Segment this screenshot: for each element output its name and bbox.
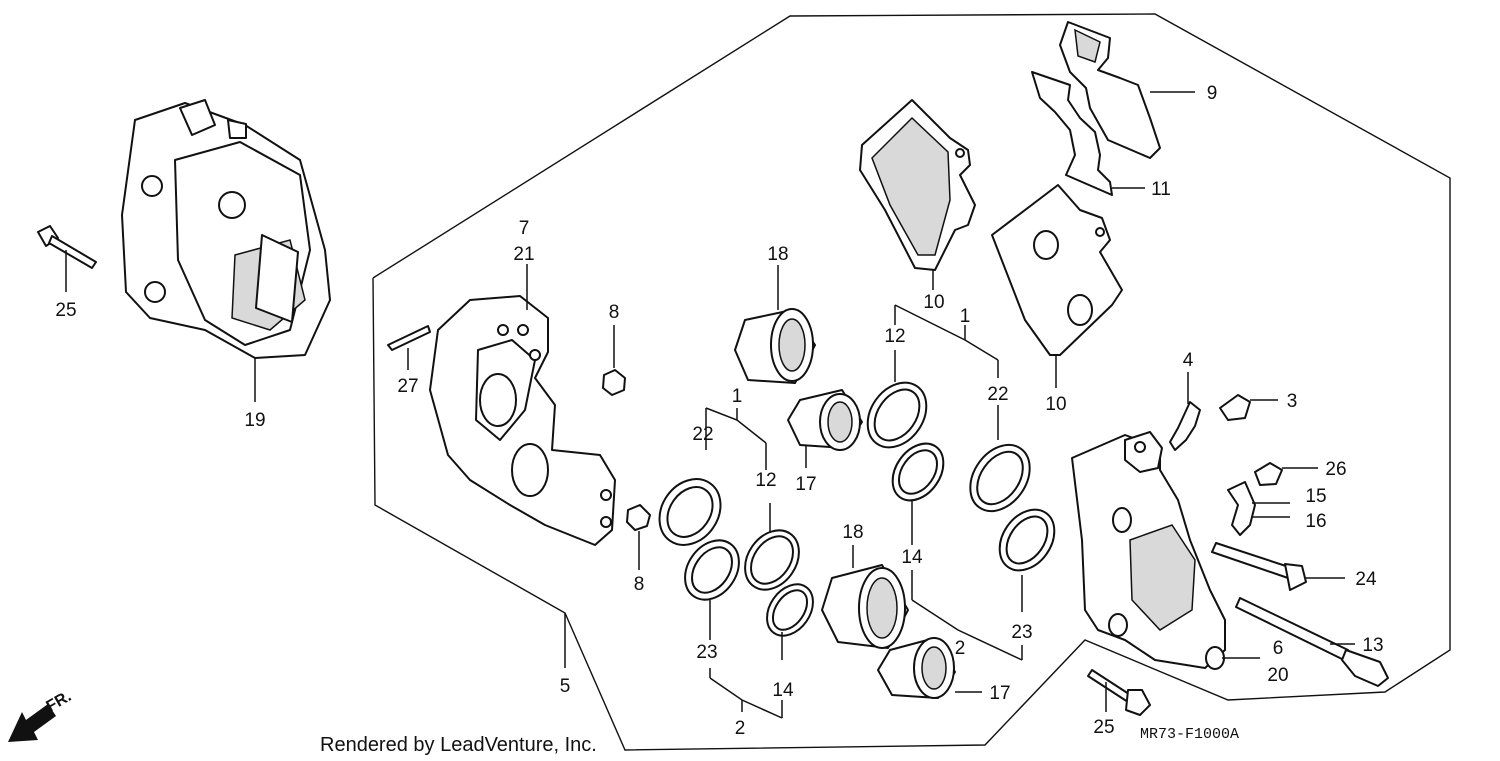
bleeder-screw-3[interactable] [1219,394,1278,421]
callout-27: 27 [397,376,418,397]
callout-20: 20 [1267,665,1288,686]
callout-26: 26 [1325,459,1346,480]
callout-13: 13 [1362,635,1383,656]
pin-27[interactable] [387,325,431,370]
pad-spring-11[interactable] [1031,71,1145,196]
callout-14-left: 14 [772,680,794,701]
callout-15: 15 [1305,486,1326,507]
callout-7: 7 [519,218,530,239]
diagram-code: MR73-F1000A [1140,726,1239,743]
bolt-25-left[interactable] [37,225,97,292]
callout-25-right: 25 [1093,717,1114,738]
callout-10-upper: 10 [923,292,944,313]
callout-2-left: 2 [735,718,746,739]
callout-22-left: 22 [692,424,713,445]
bolt-24[interactable] [1211,542,1345,591]
credit-text: Rendered by LeadVenture, Inc. [320,734,597,756]
pad-pin-plug-4[interactable] [1169,372,1201,451]
callout-12-left: 12 [755,470,776,491]
callout-23-left: 23 [696,642,717,663]
piston-18-lower[interactable] [821,545,909,649]
callout-12-right: 12 [884,326,905,347]
seal-rings-left-group[interactable] [647,467,822,644]
callout-17-lower: 17 [989,683,1010,704]
front-direction-arrow-icon: FR. [8,688,74,742]
pad-spring-9[interactable] [1059,21,1195,159]
callout-22-right: 22 [987,384,1008,405]
callout-8-upper: 8 [609,302,620,323]
bracket-15-16[interactable] [1227,481,1290,536]
callout-8-lower: 8 [634,574,645,595]
set-2-bracket-right [911,599,1023,661]
callout-4: 4 [1183,350,1194,371]
set-2-bracket-left [709,677,783,719]
callout-3: 3 [1287,391,1298,412]
piston-18-upper[interactable] [734,265,816,384]
callout-10-lower: 10 [1045,394,1066,415]
callout-1-left: 1 [732,386,743,407]
callout-1-right: 1 [960,306,971,327]
callout-25-left: 25 [55,300,76,321]
callout-23-right: 23 [1011,622,1032,643]
caliper-body-half-6[interactable] [1071,431,1260,670]
callout-14-right: 14 [901,547,923,568]
piston-17-upper[interactable] [787,389,863,468]
piston-17-lower[interactable] [877,637,982,699]
brake-pad-10-upper[interactable] [859,99,976,290]
callout-16: 16 [1305,511,1326,532]
seal-8-lower[interactable] [626,504,651,570]
callout-21: 21 [513,244,534,265]
callout-24: 24 [1355,569,1377,590]
callout-2-right: 2 [955,638,966,659]
callout-18-lower: 18 [842,522,863,543]
caliper-assembly-left[interactable] [121,99,331,359]
callout-18-upper: 18 [767,244,788,265]
seal-rings-right-group[interactable] [856,371,1066,580]
set-1-bracket-right [894,304,999,361]
callout-9: 9 [1207,83,1218,104]
set-1-bracket-left [705,407,767,444]
callout-17-upper: 17 [795,474,816,495]
bolt-25-right[interactable] [1087,669,1151,716]
caliper-body-half-5[interactable] [429,264,616,546]
callout-11: 11 [1151,179,1171,200]
seal-8-upper[interactable] [602,325,626,396]
pad-pin-13[interactable] [1235,597,1389,687]
brake-pad-10-lower[interactable] [991,184,1123,388]
callout-19: 19 [244,410,265,431]
bolt-26[interactable] [1254,462,1318,486]
callout-5: 5 [560,676,571,697]
callout-6: 6 [1273,638,1284,659]
